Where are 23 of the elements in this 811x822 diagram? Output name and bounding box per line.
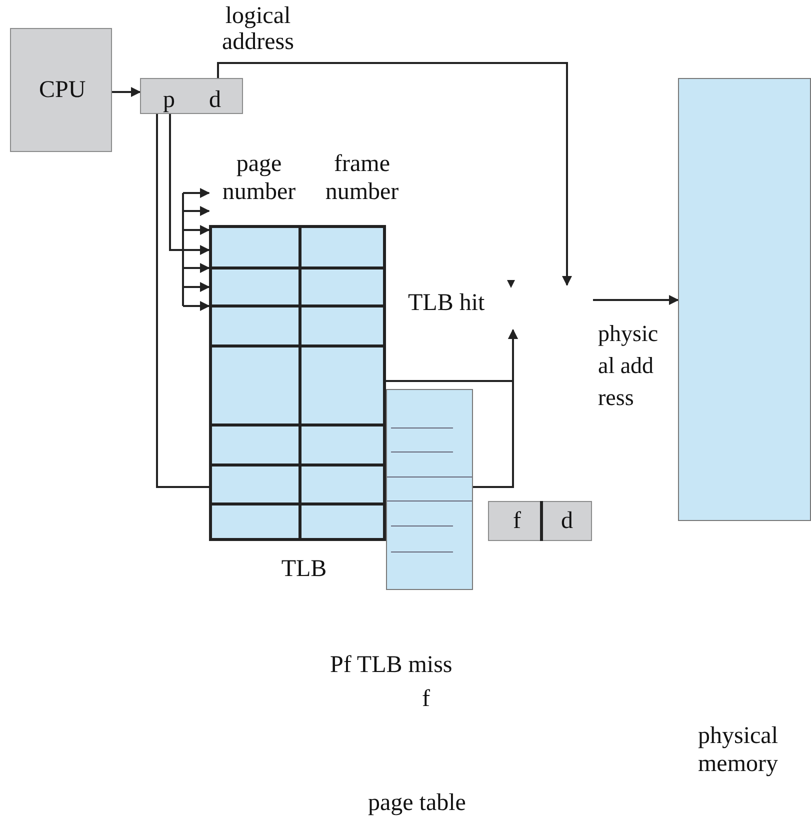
memory-box [678, 78, 811, 521]
field-label: p [163, 87, 175, 113]
text-label: TLB hit [408, 290, 485, 316]
field-label: d [561, 508, 573, 534]
text-label: Pf TLB miss [330, 652, 452, 678]
text-label: page table [368, 790, 466, 816]
node-label: logical address [221, 3, 295, 55]
arrow [473, 329, 518, 488]
node-label: CPU [39, 77, 86, 103]
text-label: physical address [598, 320, 660, 412]
arrow [169, 114, 210, 255]
field-label: d [209, 87, 221, 113]
column-heading: frame number [324, 150, 400, 206]
column-heading: page number [221, 150, 297, 206]
arrow [217, 62, 572, 286]
text-label: f [422, 686, 430, 712]
arrow [112, 87, 141, 97]
cpu-box [10, 28, 112, 152]
address-box [488, 501, 592, 541]
arrow [593, 295, 679, 305]
text-label: physical memory [698, 722, 779, 778]
node-label: TLB [280, 555, 328, 583]
field-label: f [513, 508, 521, 534]
